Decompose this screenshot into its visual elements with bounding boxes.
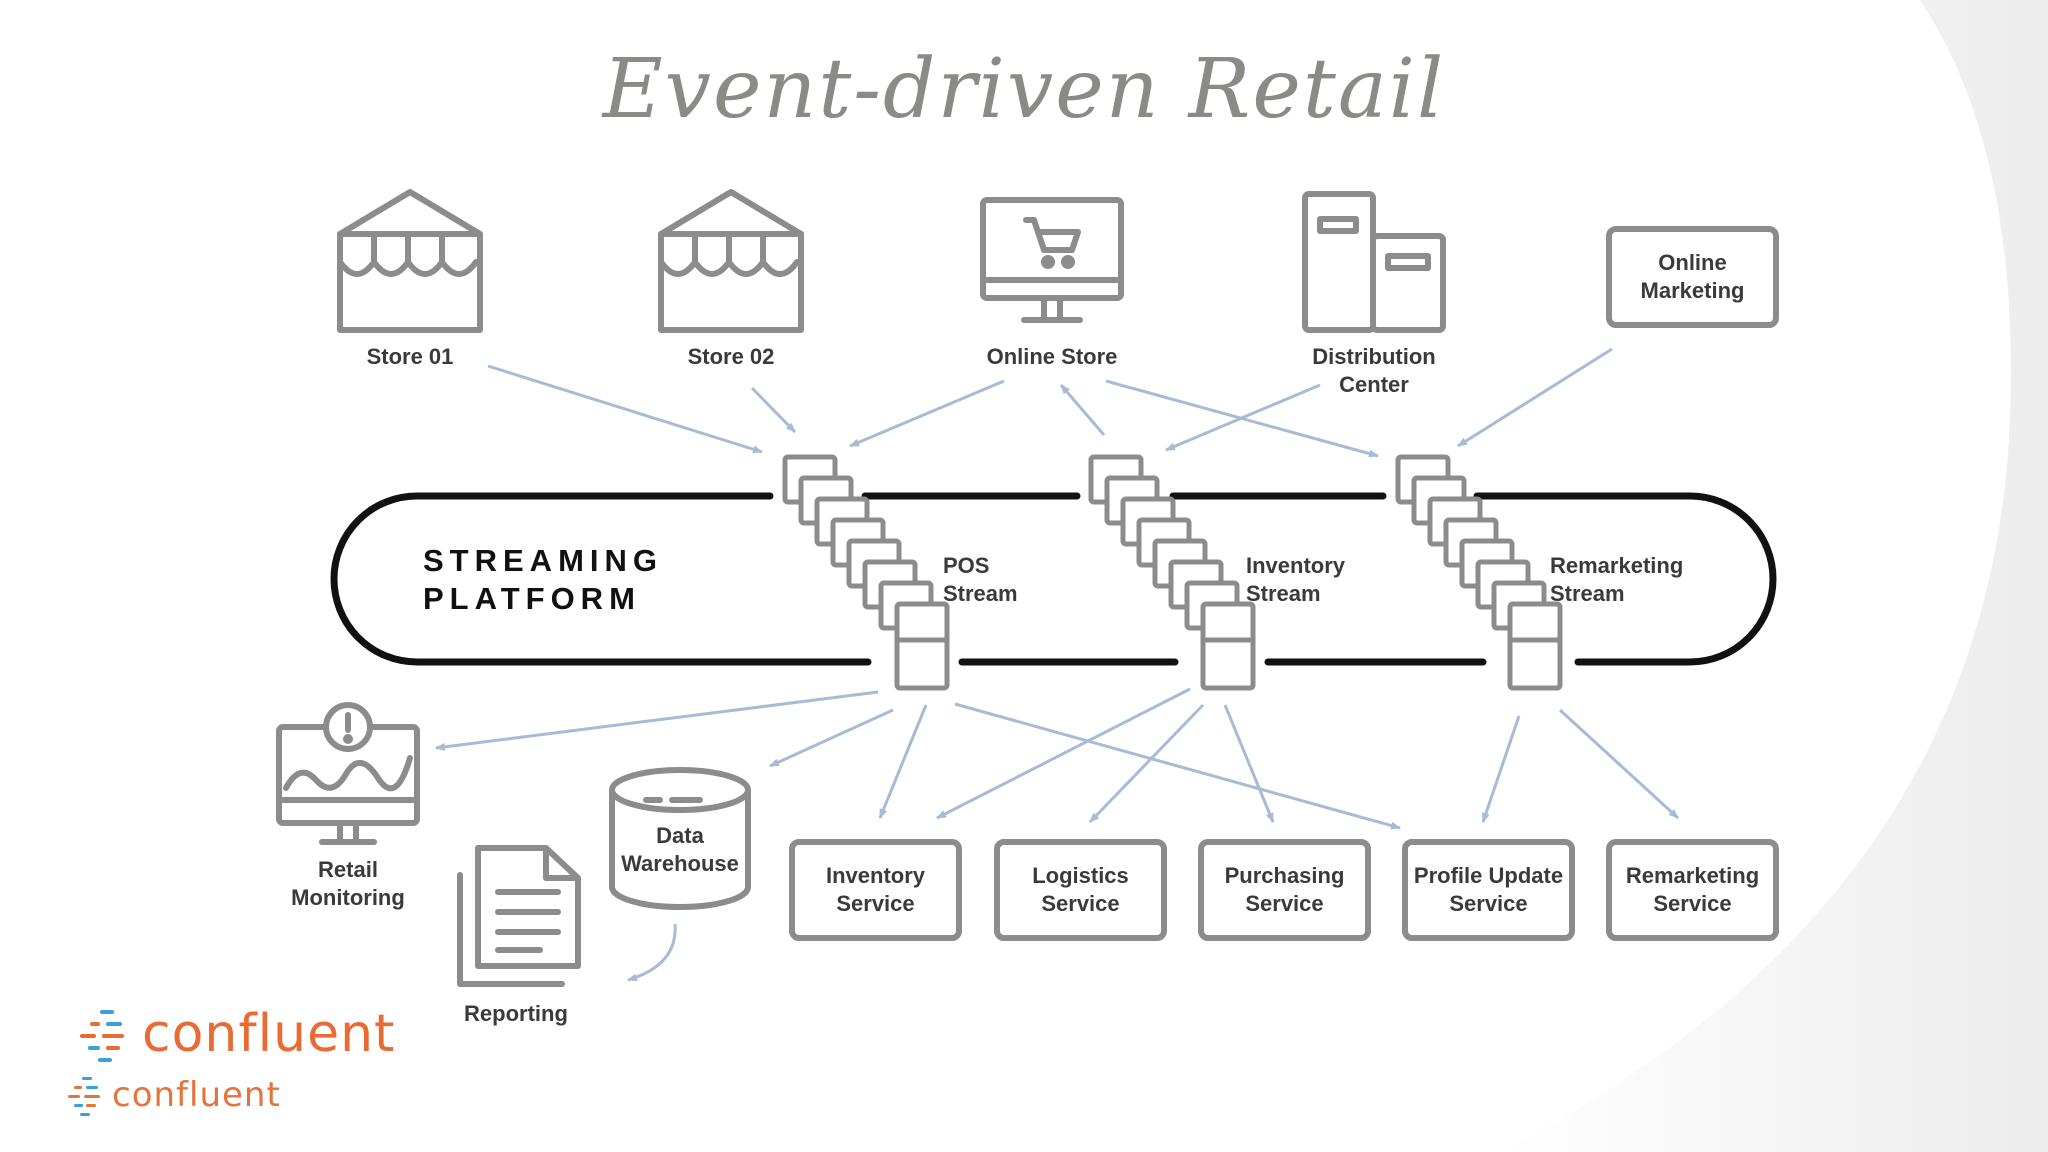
page-title: Event-driven Retail [602,42,1446,137]
reporting-label: Reporting [464,1001,568,1026]
store-02-icon [658,189,804,333]
document-stack-icon [457,845,581,987]
confluent-logo-mark [76,1004,136,1064]
confluent-logo-small-mark [66,1073,106,1117]
warehouse-building-icon [1302,191,1446,333]
inventory-stream-blocks [1088,454,1256,691]
confluent-logo-small: confluent [66,1072,281,1118]
store-01-icon [337,189,483,333]
flow-arrows [435,347,1680,982]
streaming-platform-pill [330,492,1777,666]
store-02-label: Store 02 [687,344,775,369]
confluent-logo-small-text: confluent [112,1075,281,1115]
confluent-logo: confluent [76,1004,395,1064]
confluent-logo-text: confluent [142,1004,396,1064]
store-01-label: Store 01 [366,344,454,369]
online-store-label: Online Store [986,344,1118,369]
monitor-alert-icon [276,702,420,845]
remarketing-stream-blocks [1395,454,1563,691]
database-cylinder-icon [609,767,751,910]
computer-cart-icon [980,197,1124,323]
pos-stream-blocks [782,454,950,691]
